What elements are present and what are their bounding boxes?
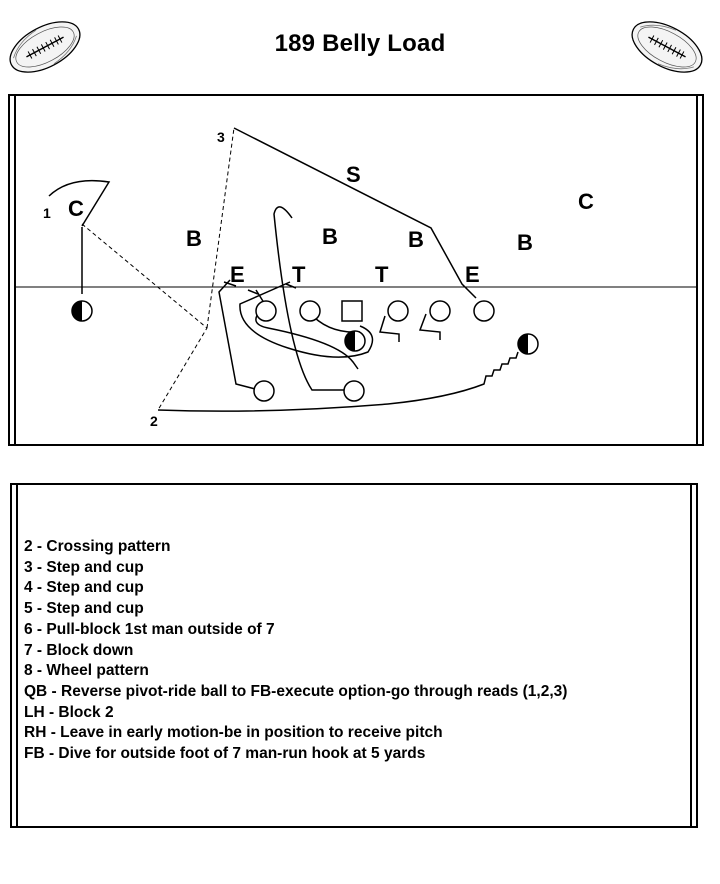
play-diagram: C C S B B B B E T T E 1 2 3	[8, 94, 704, 446]
offense-player	[299, 300, 321, 322]
route-safety	[233, 127, 477, 299]
football-icon	[9, 21, 81, 73]
route-motion-pitch	[157, 351, 519, 412]
defender-linebacker: B	[517, 230, 533, 255]
route-tackle-block	[379, 315, 400, 342]
note-line: FB - Dive for outside foot of 7 man-run …	[24, 745, 426, 763]
route-end-block	[418, 313, 441, 340]
note-line: 3 - Step and cup	[24, 558, 144, 576]
play-notes-list: 2 - Crossing pattern 3 - Step and cup 4 …	[24, 537, 567, 765]
note-line: RH - Leave in early motion-be in positio…	[24, 724, 443, 742]
note-line: 5 - Step and cup	[24, 600, 144, 618]
defender-lineman: T	[375, 262, 389, 287]
route-number-label: 1	[43, 205, 51, 221]
offense-player	[473, 300, 495, 322]
route-left-wing	[218, 279, 260, 391]
defender-safety: S	[346, 162, 361, 187]
field-border	[8, 94, 704, 446]
ball-carrier-left-end	[71, 300, 93, 322]
page-title: 189 Belly Load	[274, 30, 446, 57]
note-line: LH - Block 2	[24, 703, 114, 721]
offense-player	[429, 300, 451, 322]
offense-player	[387, 300, 409, 322]
note-line: QB - Reverse pivot-ride ball to FB-execu…	[24, 682, 568, 700]
defender-linebacker: B	[408, 227, 424, 252]
route-number-label: 3	[217, 129, 225, 145]
note-line: 6 - Pull-block 1st man outside of 7	[24, 620, 275, 638]
note-line: 7 - Block down	[24, 641, 134, 659]
offense-player	[253, 380, 275, 402]
defender-linebacker: B	[186, 226, 202, 251]
defender-lineman: T	[292, 262, 306, 287]
ball-carrier-quarterback	[344, 330, 366, 352]
note-line: 4 - Step and cup	[24, 579, 144, 597]
note-line: 8 - Wheel pattern	[24, 662, 149, 680]
offense-player	[343, 380, 365, 402]
route-number-label: 2	[150, 413, 158, 429]
read-path-dashed	[81, 127, 235, 411]
defender-cornerback-left: C	[68, 196, 84, 221]
note-line: 2 - Crossing pattern	[24, 538, 171, 555]
football-icon	[631, 21, 703, 73]
route-qb-ride	[239, 281, 374, 358]
route-fullback-wheel	[273, 206, 346, 391]
defender-linebacker: B	[322, 224, 338, 249]
center-square	[341, 300, 363, 322]
block-marker	[223, 281, 297, 295]
defender-cornerback-right: C	[578, 189, 594, 214]
defender-lineman: E	[465, 262, 480, 287]
ball-carrier-right-back	[517, 333, 539, 355]
defender-lineman: E	[230, 262, 245, 287]
route-corner-curl	[48, 179, 111, 227]
play-notes-panel: 2 - Crossing pattern 3 - Step and cup 4 …	[10, 483, 698, 828]
offense-player	[255, 300, 277, 322]
